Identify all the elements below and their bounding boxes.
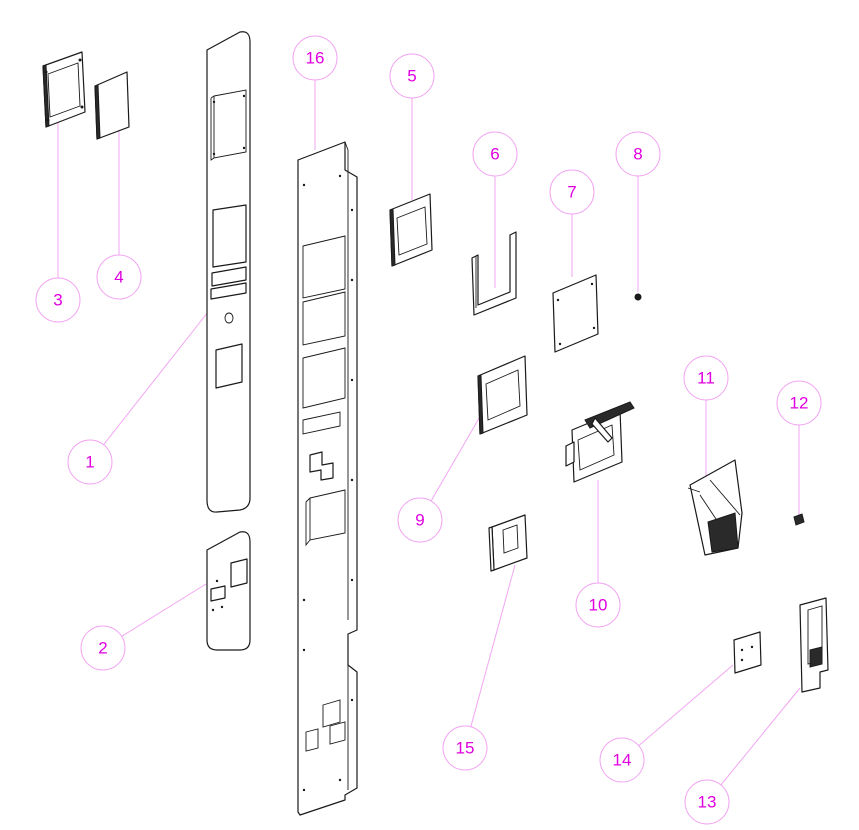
callout-label-4: 4 [114,268,123,287]
leader-1 [89,311,209,463]
callout-label-8: 8 [633,145,642,164]
callout-label-7: 7 [567,183,576,202]
callout-circle-6 [472,131,518,177]
part-15-bracket [488,514,528,572]
callout-circle-14 [599,737,645,783]
callout-label-15: 15 [456,739,475,758]
callout-label-5: 5 [407,67,416,86]
part-12-clip [793,513,805,526]
callout-label-14: 14 [613,751,632,770]
callout-label-1: 1 [85,453,94,472]
callout-label-2: 2 [98,639,107,658]
callout-label-13: 13 [698,793,717,812]
callout-circle-3 [35,277,81,323]
callout-circle-8 [615,131,661,177]
part-7-plate [552,274,599,353]
part-16-chassis [297,141,358,816]
callout-circle-9 [397,497,443,543]
callout-circle-5 [389,53,435,99]
callout-label-10: 10 [589,596,608,615]
callout-circle-1 [67,439,113,485]
callout-circle-2 [80,625,126,671]
part-11-bracket [687,459,743,556]
part-10-reader [565,401,635,483]
part-4-panel [94,71,130,140]
part-1-front-panel [206,31,251,513]
part-5-frame [389,193,433,267]
part-3-frame [42,51,86,128]
part-13-housing [799,597,829,693]
callout-circle-7 [549,169,595,215]
callout-label-3: 3 [53,291,62,310]
part-8-screw [634,293,642,301]
callout-label-11: 11 [697,369,715,388]
callout-label-6: 6 [490,145,499,164]
callout-circle-10 [575,582,621,628]
leader-13 [706,687,801,803]
leader-lines [57,80,801,803]
callout-circle-4 [96,254,142,300]
leader-14 [621,664,734,761]
callout-circle-13 [684,779,730,825]
part-9-frame [477,355,528,435]
callout-circle-11 [683,355,729,401]
callout-circle-16 [292,35,338,81]
leader-15 [464,564,516,749]
callout-label-16: 16 [306,49,325,68]
part-6-u-bracket [471,231,517,316]
part-2-lower-panel [206,531,251,651]
callout-circle-15 [442,725,488,771]
part-14-board [733,631,762,674]
callout-label-12: 12 [790,394,809,413]
callout-circle-12 [776,380,822,426]
callout-label-9: 9 [415,511,424,530]
